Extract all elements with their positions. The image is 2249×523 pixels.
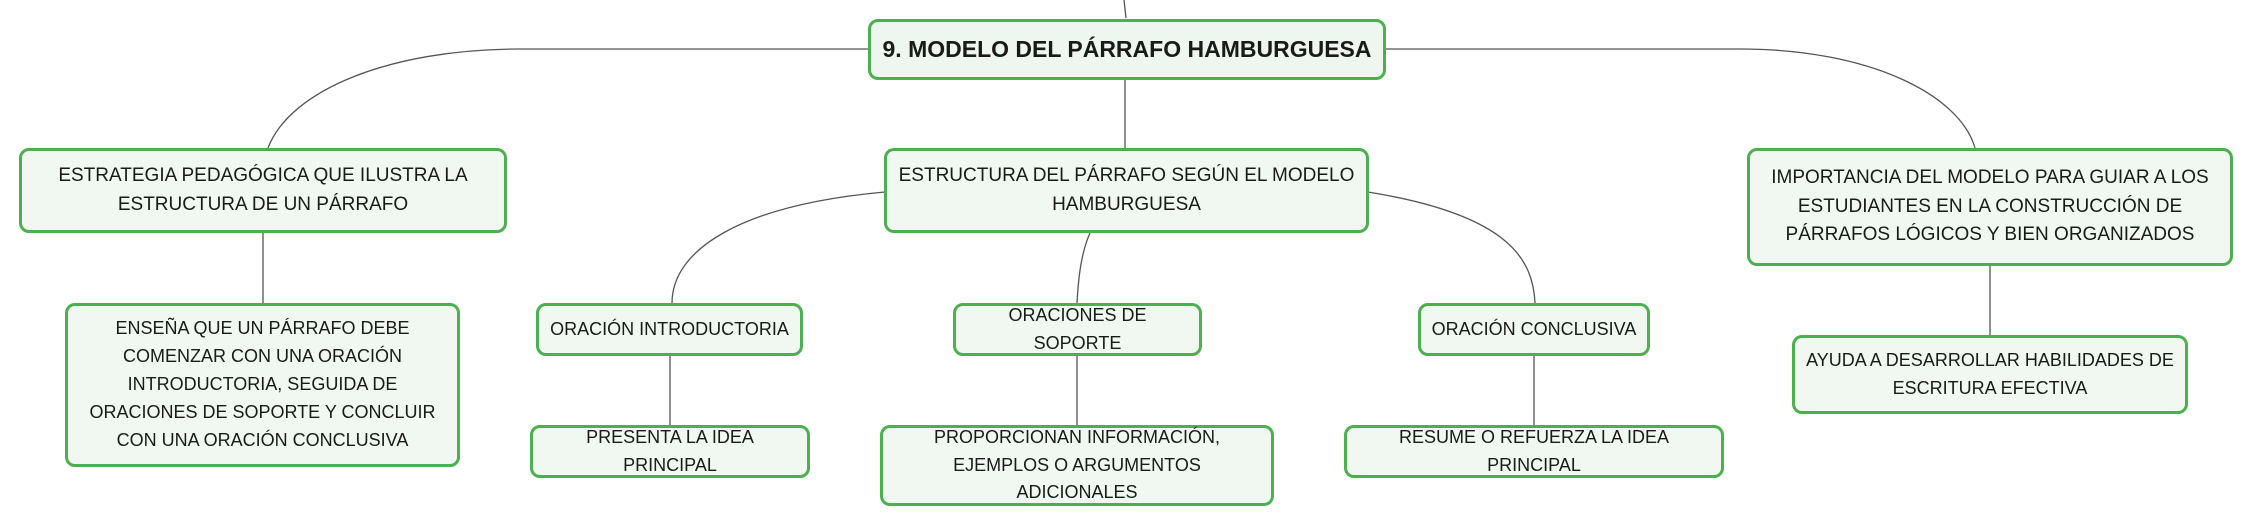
root-label: 9. MODELO DEL PÁRRAFO HAMBURGUESA [882, 36, 1372, 63]
importancia-child-label: AYUDA A DESARROLLAR HABILIDADES DE ESCRI… [1806, 349, 2174, 398]
conclusiva-child-node[interactable]: RESUME O REFUERZA LA IDEA PRINCIPAL [1344, 425, 1724, 478]
introductoria-child-label: PRESENTA LA IDEA PRINCIPAL [586, 426, 754, 475]
edge-estructura-to-conclusiva [1367, 191, 1536, 304]
edge-estructura-to-introductoria [671, 191, 886, 304]
edge-root-to-importancia [1386, 48, 1976, 149]
importancia-child-node[interactable]: AYUDA A DESARROLLAR HABILIDADES DE ESCRI… [1792, 335, 2188, 414]
estrategia-child-node[interactable]: ENSEÑA QUE UN PÁRRAFO DEBE COMENZAR CON … [65, 303, 460, 467]
introductoria-child-node[interactable]: PRESENTA LA IDEA PRINCIPAL [530, 425, 810, 478]
soporte-node[interactable]: ORACIONES DE SOPORTE [953, 303, 1202, 356]
edge-incoming-root [1123, 0, 1127, 19]
branch-importancia-node[interactable]: IMPORTANCIA DEL MODELO PARA GUIAR A LOS … [1747, 148, 2233, 266]
edge-estructura-to-soporte [1076, 232, 1091, 304]
edge-root-to-estrategia [267, 48, 868, 149]
estrategia-child-label: ENSEÑA QUE UN PÁRRAFO DEBE COMENZAR CON … [89, 318, 436, 450]
conclusiva-child-label: RESUME O REFUERZA LA IDEA PRINCIPAL [1398, 426, 1670, 475]
branch-estructura-node[interactable]: ESTRUCTURA DEL PÁRRAFO SEGÚN EL MODELO H… [884, 148, 1369, 233]
branch-estrategia-label: ESTRATEGIA PEDAGÓGICA QUE ILUSTRA LA EST… [58, 165, 468, 215]
introductoria-label: ORACIÓN INTRODUCTORIA [550, 318, 789, 339]
introductoria-node[interactable]: ORACIÓN INTRODUCTORIA [536, 303, 803, 356]
soporte-child-label: PROPORCIONAN INFORMACIÓN, EJEMPLOS O ARG… [933, 426, 1220, 503]
soporte-label: ORACIONES DE SOPORTE [1008, 304, 1147, 353]
soporte-child-node[interactable]: PROPORCIONAN INFORMACIÓN, EJEMPLOS O ARG… [880, 425, 1274, 506]
branch-importancia-label: IMPORTANCIA DEL MODELO PARA GUIAR A LOS … [1771, 167, 2209, 246]
root-node[interactable]: 9. MODELO DEL PÁRRAFO HAMBURGUESA [868, 19, 1386, 80]
conclusiva-label: ORACIÓN CONCLUSIVA [1431, 318, 1637, 339]
branch-estructura-label: ESTRUCTURA DEL PÁRRAFO SEGÚN EL MODELO H… [898, 165, 1355, 215]
conclusiva-node[interactable]: ORACIÓN CONCLUSIVA [1418, 303, 1650, 356]
branch-estrategia-node[interactable]: ESTRATEGIA PEDAGÓGICA QUE ILUSTRA LA EST… [19, 148, 507, 233]
